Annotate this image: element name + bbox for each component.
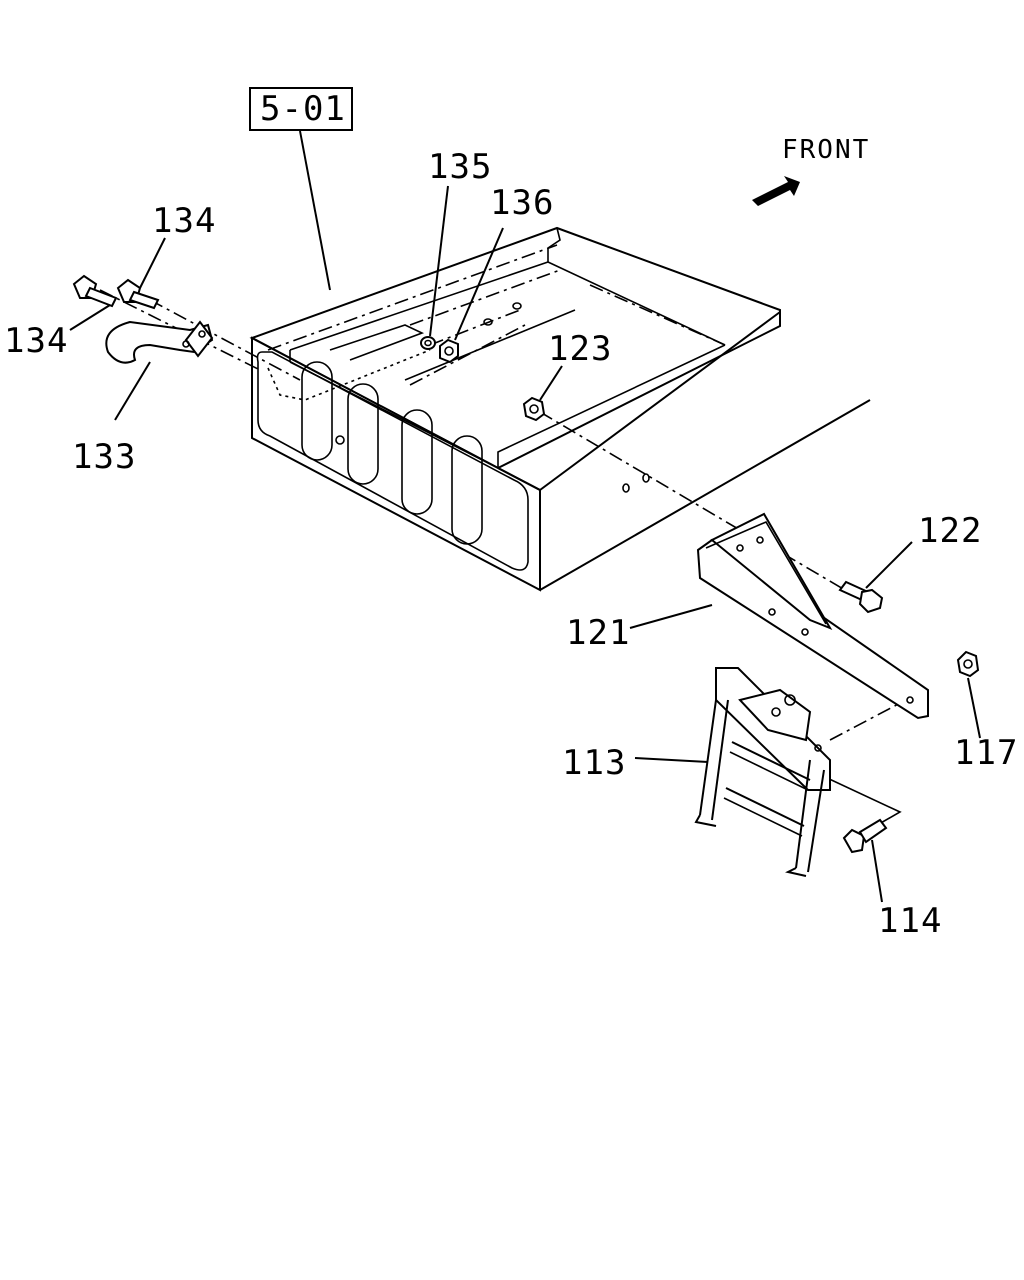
callout-123: 123 <box>548 329 612 369</box>
leader-121 <box>629 604 713 629</box>
leader-123 <box>539 365 563 401</box>
front-label: FRONT <box>782 135 870 165</box>
leader-117 <box>967 677 981 739</box>
leader-135 <box>429 185 449 337</box>
callout-134a: 134 <box>4 321 68 361</box>
leader-134b <box>139 237 166 289</box>
callout-134b: 134 <box>152 201 216 241</box>
bolt-part-114[interactable] <box>842 818 888 854</box>
bolt-part-122[interactable] <box>838 580 884 614</box>
callout-136: 136 <box>490 183 554 223</box>
leader-114 <box>871 839 883 903</box>
reference-box[interactable]: 5-01 <box>249 87 353 131</box>
leader-136 <box>454 227 504 341</box>
callout-121: 121 <box>566 613 630 653</box>
leader-122 <box>865 541 913 589</box>
reference-leader <box>299 130 331 291</box>
cutout-4 <box>451 435 483 545</box>
callout-113: 113 <box>562 743 626 783</box>
cutout-1 <box>301 361 333 461</box>
nut-part-136[interactable] <box>439 338 459 364</box>
leader-113 <box>634 757 709 763</box>
reference-box-label: 5-01 <box>260 89 346 129</box>
step-part-113[interactable] <box>694 667 831 877</box>
frame-body <box>249 226 871 592</box>
washer-part-135[interactable] <box>420 336 436 350</box>
nut-part-123[interactable] <box>522 396 546 422</box>
nut-part-117[interactable] <box>956 650 980 678</box>
bolt-part-134a[interactable] <box>72 274 118 308</box>
bolt-part-134b[interactable] <box>116 278 160 310</box>
leader-134a <box>69 304 111 331</box>
cutout-3 <box>401 409 433 515</box>
callout-135: 135 <box>428 147 492 187</box>
front-indicator: FRONT <box>752 135 870 206</box>
leader-133 <box>114 361 151 421</box>
tow-hook-part-133[interactable] <box>105 320 214 364</box>
callout-122: 122 <box>918 511 982 551</box>
front-arrow-icon <box>752 176 800 206</box>
callout-117: 117 <box>954 733 1018 773</box>
callout-114: 114 <box>878 901 942 941</box>
cutout-2 <box>347 383 379 485</box>
callout-133: 133 <box>72 437 136 477</box>
bracket-part-121[interactable] <box>696 512 929 720</box>
